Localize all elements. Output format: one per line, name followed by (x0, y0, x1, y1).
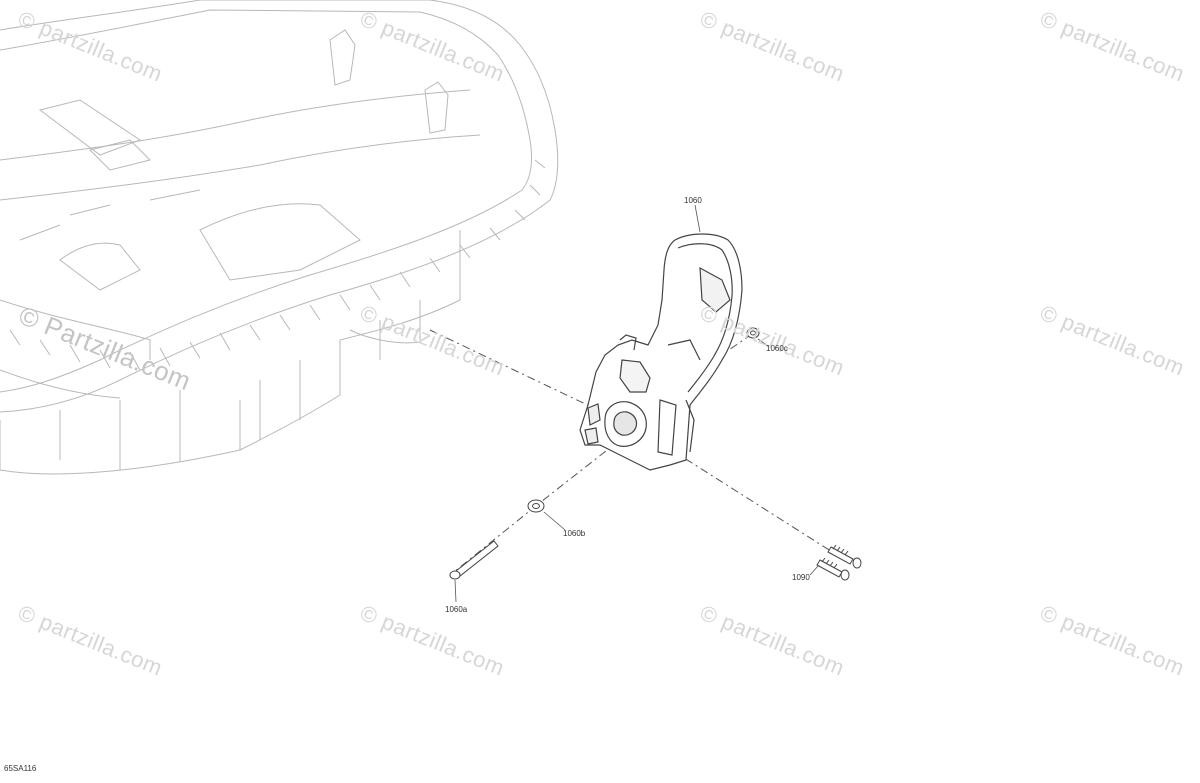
callout-1060a[interactable]: 1060a (445, 605, 468, 614)
callout-1060b[interactable]: 1060b (563, 529, 586, 538)
storage-tub (0, 0, 559, 475)
callout-1060c[interactable]: 1060c (766, 344, 788, 353)
hinge-bracket-part (579, 233, 743, 471)
callout-1060[interactable]: 1060 (684, 196, 702, 205)
screws-1090-part (816, 544, 862, 581)
washer-1060c-part (746, 327, 760, 339)
diagram-id-label: 65SA116 (4, 764, 37, 773)
long-bolt-1060a-part (449, 540, 499, 580)
leader-lines (454, 204, 819, 603)
washer-1060b-part (527, 499, 545, 513)
callout-1090[interactable]: 1090 (792, 573, 810, 582)
